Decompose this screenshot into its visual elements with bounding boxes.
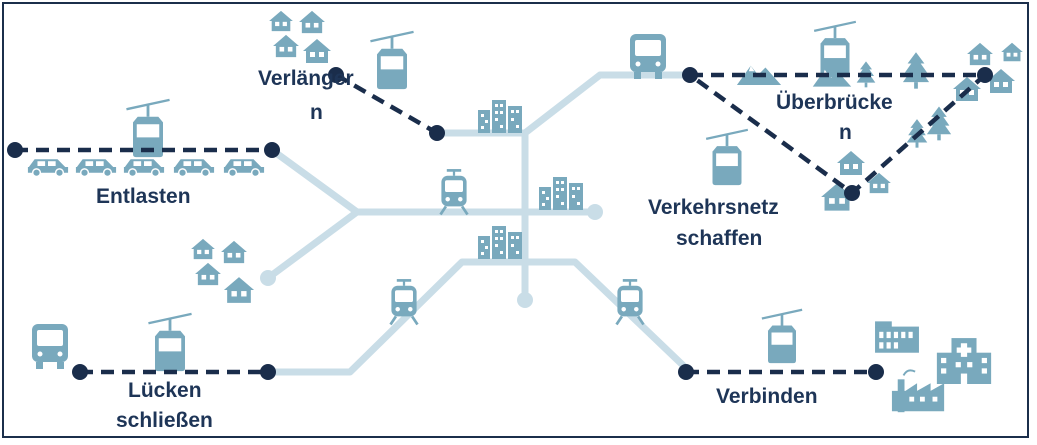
network-terminal — [260, 270, 276, 286]
gondola-icon — [368, 30, 416, 90]
dashed-connections — [15, 72, 988, 375]
label-entlasten: Entlasten — [96, 185, 191, 208]
car-icon — [123, 158, 165, 177]
station-dot — [868, 364, 884, 380]
bus-icon — [32, 324, 68, 369]
tram-icon — [439, 169, 469, 216]
station-dot — [844, 185, 860, 201]
label-ueberbruecken-line1: Überbrücke — [776, 91, 893, 114]
station-dot — [429, 125, 445, 141]
label-verkehrsnetz-line2: schaffen — [676, 227, 763, 250]
houses-icon — [223, 277, 255, 303]
houses-icon — [1001, 42, 1023, 62]
houses-icon — [221, 240, 247, 264]
station-dot — [260, 364, 276, 380]
houses-icon — [837, 151, 865, 175]
station-dot — [7, 142, 23, 158]
tree-icon — [902, 52, 930, 89]
dashed-line-ueberbruecken — [687, 72, 988, 196]
network-terminal — [517, 292, 533, 308]
station-dot — [682, 67, 698, 83]
label-luecken-line2: schließen — [116, 409, 213, 432]
station-dot — [72, 364, 88, 380]
houses-icon — [195, 262, 221, 286]
car-icon — [223, 158, 265, 177]
label-verlaengern-line1: Verlänger — [258, 67, 354, 90]
houses-icon — [191, 238, 215, 260]
station-dot — [328, 67, 344, 83]
gondola-icon — [760, 308, 804, 364]
industry-building-icon — [875, 321, 919, 353]
label-verkehrsnetz-line1: Verkehrsnetz — [648, 196, 779, 219]
city-buildings-icon — [539, 177, 583, 210]
label-luecken-line1: Lücken — [128, 379, 202, 402]
station-dots — [7, 67, 993, 380]
station-dot — [678, 364, 694, 380]
diagram-frame — [2, 2, 1029, 438]
gondola-icon — [812, 20, 858, 78]
car-icon — [173, 158, 215, 177]
network-terminal — [587, 204, 603, 220]
network-line-west — [264, 146, 361, 282]
houses-icon — [269, 10, 293, 32]
label-verbinden: Verbinden — [716, 385, 818, 408]
label-verlaengern-line2: n — [310, 101, 323, 124]
houses-icon — [273, 34, 299, 58]
gondola-icon — [704, 128, 750, 186]
car-icon — [27, 158, 69, 177]
factory-icon — [890, 369, 946, 414]
label-ueberbruecken-line2: n — [839, 121, 852, 144]
city-buildings-icon — [478, 226, 522, 259]
station-dot — [264, 142, 280, 158]
gondola-icon — [146, 312, 194, 372]
city-buildings-icon — [478, 100, 522, 133]
station-dot — [977, 67, 993, 83]
houses-icon — [967, 42, 993, 66]
car-icon — [75, 158, 117, 177]
network-line-south — [264, 258, 694, 376]
hospital-icon — [936, 338, 992, 384]
network-line-northeast — [521, 71, 694, 137]
houses-icon — [299, 10, 325, 34]
houses-icon — [303, 39, 331, 63]
